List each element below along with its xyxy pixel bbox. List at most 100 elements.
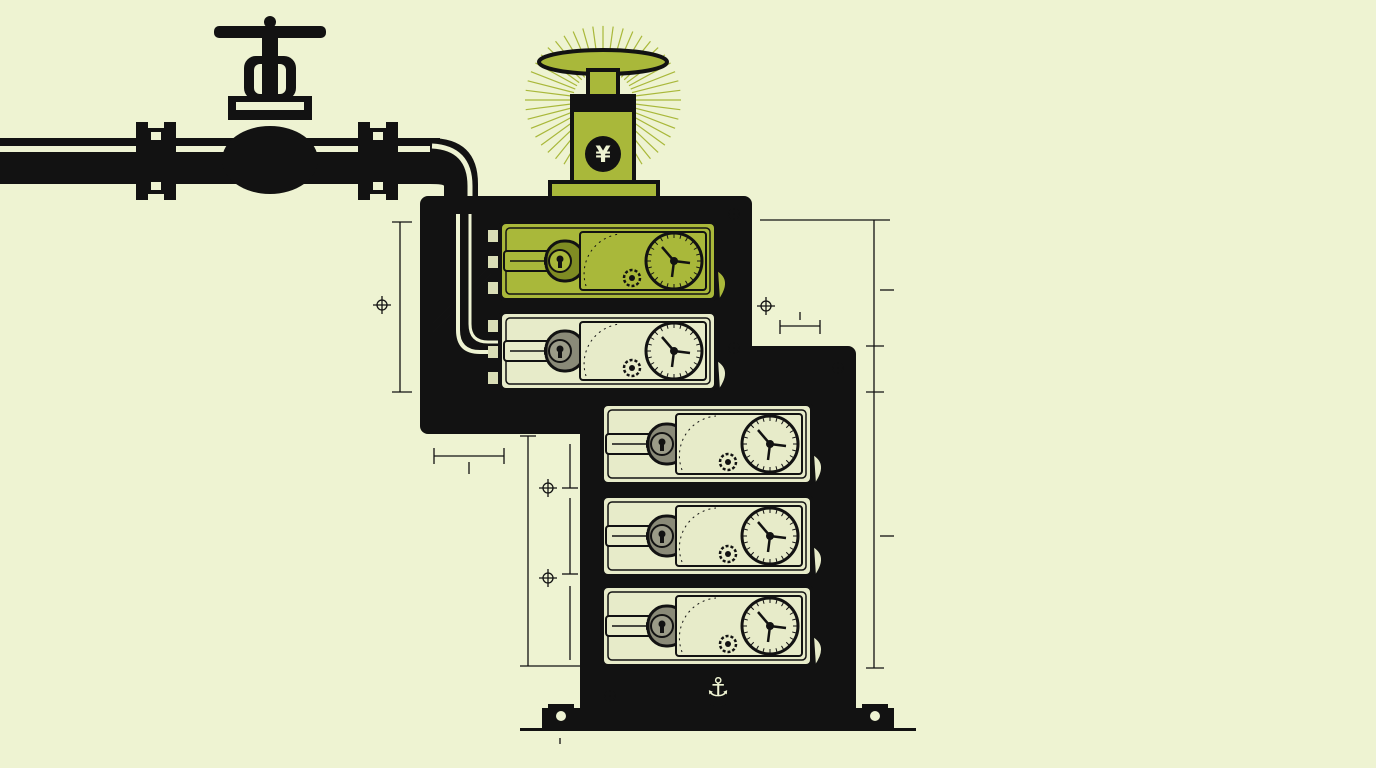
gauge-tick — [750, 424, 755, 429]
gauge-tick — [647, 266, 652, 269]
gauge-tick — [746, 637, 751, 640]
keyhole-slot — [558, 350, 562, 358]
gauge-tick — [696, 253, 701, 256]
gauge-tick — [775, 417, 778, 422]
gauge-tick — [750, 551, 755, 556]
top-valve: ¥ — [537, 48, 669, 218]
ray-line — [631, 80, 679, 94]
gauge-tick — [781, 512, 784, 517]
gear-icon — [622, 268, 642, 288]
gauge-tick — [647, 356, 652, 359]
gauge-hub — [766, 622, 774, 630]
gear-icon — [718, 544, 738, 564]
gauge-tick — [647, 253, 652, 256]
yen-symbol-icon — [585, 136, 621, 172]
anchor-icon: ⚓ — [706, 673, 729, 703]
gauge-tick — [785, 641, 790, 646]
gauge-tick — [756, 512, 759, 517]
module-4 — [600, 494, 824, 578]
module-1 — [498, 220, 728, 302]
ray-line — [525, 89, 574, 97]
gauge-tick — [781, 555, 784, 560]
gauge-tick — [789, 522, 794, 525]
gauge-tick — [792, 436, 797, 439]
ray-line — [527, 80, 575, 94]
gauge-tick — [685, 327, 688, 332]
gauge-tick — [666, 234, 669, 239]
gauge-tick — [743, 541, 748, 544]
gauge-tick — [660, 370, 663, 375]
gauge-tick — [685, 370, 688, 375]
gauge-tick — [781, 420, 784, 425]
gauge-tick — [792, 541, 797, 544]
gauge-tick — [789, 547, 794, 550]
gauge-tick — [650, 247, 655, 250]
crosshair-icon — [725, 339, 743, 357]
keyhole-slot — [660, 535, 664, 543]
module-scroll — [717, 268, 728, 301]
crosshair-icon — [757, 297, 775, 315]
gauge-tick — [650, 362, 655, 365]
gauge-tick — [781, 463, 784, 468]
gauge-tick — [654, 331, 659, 336]
svg-text:¥: ¥ — [595, 143, 611, 168]
gauge-tick — [750, 459, 755, 464]
gauge-tick — [785, 424, 790, 429]
ray-line — [525, 103, 574, 111]
gauge-tick — [654, 366, 659, 371]
gauge-tick — [750, 606, 755, 611]
module-3 — [600, 402, 824, 486]
keyhole-slot — [558, 260, 562, 268]
gauge-tick — [792, 449, 797, 452]
gauge-tick — [762, 599, 765, 604]
gauge-tick — [746, 455, 751, 458]
gauge-tick — [762, 648, 765, 653]
gauge-tick — [679, 373, 682, 378]
gauge-tick — [756, 463, 759, 468]
ray-line — [632, 89, 681, 97]
gauge-tick — [650, 272, 655, 275]
gauge-tick — [785, 551, 790, 556]
crosshair-icon — [373, 296, 391, 314]
ray-line — [632, 103, 681, 111]
gauge-tick — [689, 331, 694, 336]
gauge-tick — [666, 283, 669, 288]
crosshair-icon — [601, 687, 619, 705]
module-scroll — [813, 452, 824, 485]
gauge-tick — [756, 645, 759, 650]
crosshair-icon — [725, 205, 743, 223]
ray-line — [530, 71, 576, 90]
gauge-tick — [696, 356, 701, 359]
gauge-tick — [785, 459, 790, 464]
gauge-tick — [660, 237, 663, 242]
gauge-tick — [762, 509, 765, 514]
gauge-tick — [750, 516, 755, 521]
gauge-tick — [789, 430, 794, 433]
keyhole-slot — [660, 443, 664, 451]
gauge-tick — [746, 547, 751, 550]
module-scroll — [813, 544, 824, 577]
crosshair-icon — [539, 479, 557, 497]
gauge-tick — [756, 555, 759, 560]
gauge-tick — [775, 466, 778, 471]
module-scroll — [717, 358, 728, 391]
gauge-tick — [693, 362, 698, 365]
gauge-tick — [660, 280, 663, 285]
gauge-tick — [756, 602, 759, 607]
gauge-tick — [785, 606, 790, 611]
keyhole-slot — [660, 625, 664, 633]
gauge-tick — [685, 237, 688, 242]
gear-icon — [622, 358, 642, 378]
gauge-tick — [696, 343, 701, 346]
gauge-tick — [693, 247, 698, 250]
pipe-flange-right — [358, 122, 398, 200]
module-2 — [498, 310, 728, 392]
gauge-tick — [666, 324, 669, 329]
gear-hub — [725, 641, 731, 647]
gauge-tick — [762, 466, 765, 471]
gauge-tick — [762, 558, 765, 563]
gauge-tick — [781, 602, 784, 607]
gauge-tick — [789, 637, 794, 640]
gauge-tick — [756, 420, 759, 425]
